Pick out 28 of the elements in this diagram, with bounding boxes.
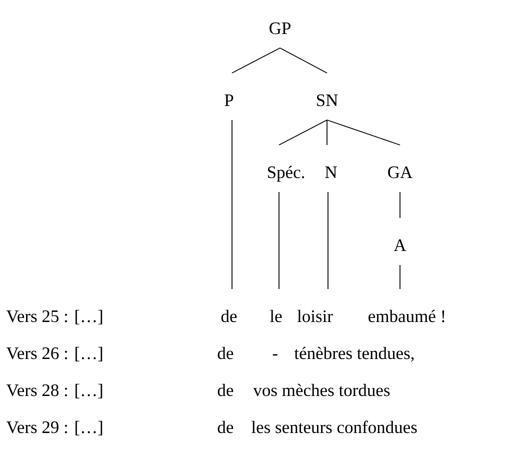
line-text: vos mèches tordues — [253, 384, 390, 396]
line-text: Vers 26 : […] — [6, 346, 102, 362]
line-text: - — [272, 354, 278, 356]
line-text: Vers 29 : […] — [6, 420, 102, 436]
line-text: Vers 28 : […] — [6, 384, 102, 398]
tree-branch — [326, 120, 328, 146]
tree-branch — [232, 48, 280, 74]
tree-branch — [278, 192, 280, 290]
node-label: N — [325, 166, 337, 178]
word: le — [270, 310, 282, 322]
line-text: de — [218, 346, 234, 360]
line-text: de — [218, 420, 234, 434]
node-label: P — [224, 94, 234, 106]
node-label: A — [394, 239, 406, 251]
line-text: les senteurs confondues — [252, 420, 417, 434]
line-text: Vers 25 : […] — [6, 310, 102, 324]
node-label: Spéc. — [268, 166, 304, 182]
tree-branch — [280, 48, 328, 74]
tree-branch — [278, 120, 328, 146]
word: de — [221, 310, 237, 322]
node-label: GA — [388, 166, 412, 178]
word: embaumé ! — [368, 310, 444, 322]
node-label: SN — [317, 94, 338, 106]
line-text: ténèbres tendues, — [294, 346, 414, 362]
tree-branch — [326, 120, 400, 146]
line-text: de — [218, 384, 234, 396]
node-label: GP — [270, 22, 290, 34]
word: loisir — [297, 310, 333, 322]
